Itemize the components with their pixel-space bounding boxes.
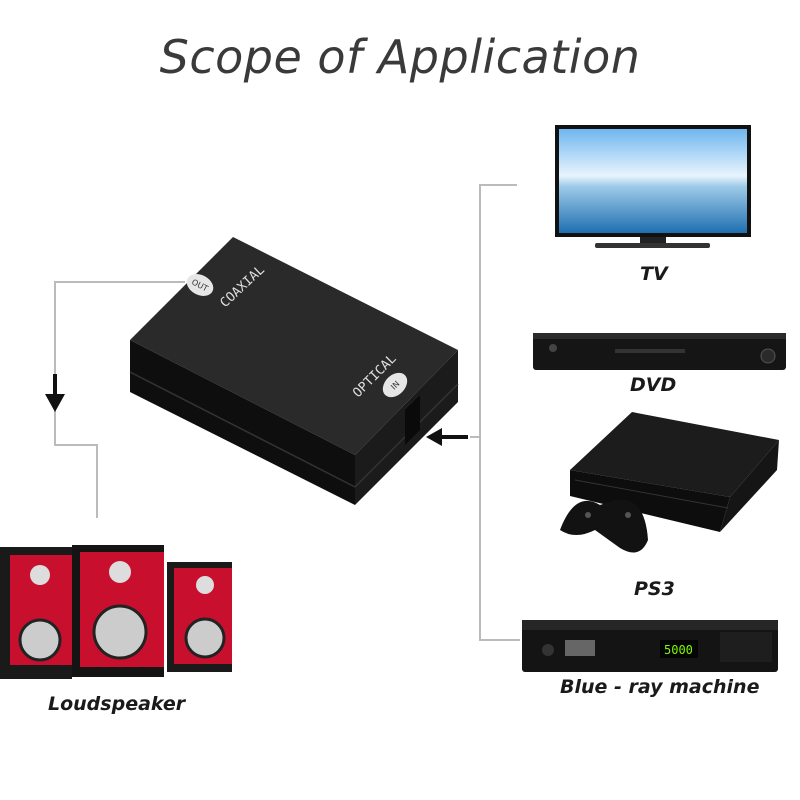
ps3-console-image (570, 412, 779, 532)
loudspeaker-label: Loudspeaker (48, 693, 186, 715)
loudspeaker-image (0, 545, 232, 679)
page-title: Scope of Application (159, 30, 641, 84)
ps3-controller-image (560, 499, 648, 553)
bluray-label: Blue - ray machine (560, 676, 760, 698)
dvd-player-image (533, 333, 786, 370)
bluray-machine-image (522, 620, 778, 672)
arrow-down-icon (45, 374, 65, 412)
out-port-badge: OUT (186, 274, 214, 296)
source-bus-line (479, 184, 520, 641)
converter-to-speaker-line (54, 281, 185, 518)
in-port-badge: IN (382, 372, 408, 398)
ps3-label: PS3 (634, 578, 675, 600)
dvd-label: DVD (630, 374, 677, 396)
connection-lines (54, 184, 520, 641)
tv-image (555, 125, 751, 248)
converter-box (129, 237, 459, 505)
arrow-left-icon (426, 428, 468, 446)
bluray-display-readout: 5000 (664, 643, 693, 657)
tv-label: TV (640, 263, 668, 285)
